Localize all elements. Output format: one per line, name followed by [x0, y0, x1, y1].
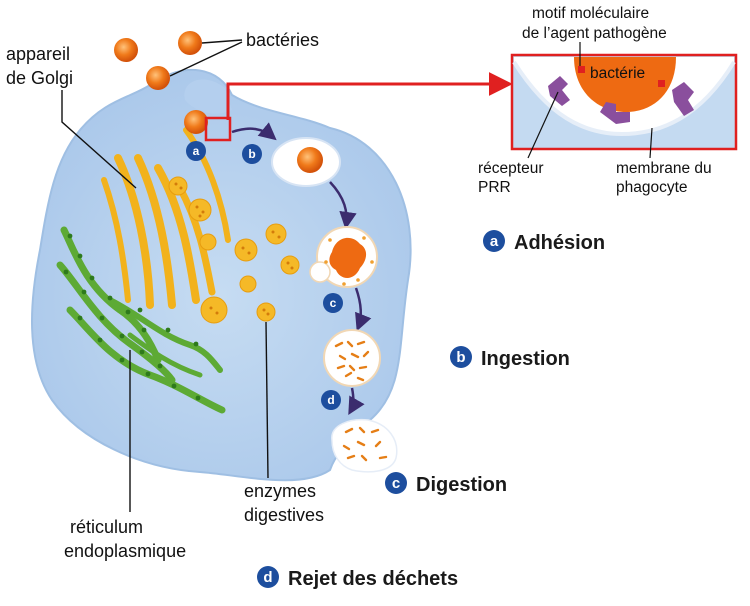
enzymes-label-line1: enzymes	[244, 481, 316, 501]
svg-text:c: c	[330, 296, 337, 310]
enzymes-pointer	[265, 321, 269, 479]
bacteria-group	[114, 31, 208, 134]
legend-step-b: b Ingestion	[450, 346, 570, 370]
bacterium	[178, 31, 202, 55]
debris	[334, 340, 370, 382]
receptor-label-line1: récepteur	[478, 160, 543, 177]
step-badge-b: b	[242, 144, 262, 164]
er-label-line2: endoplasmique	[64, 541, 186, 561]
step-badge-d: d	[321, 390, 341, 410]
svg-text:Adhésion: Adhésion	[514, 232, 605, 254]
motif-label-line2: de l’agent pathogène	[522, 25, 667, 42]
pathway-arrow	[329, 181, 357, 230]
motif-label-line1: motif moléculaire	[532, 5, 649, 22]
vesicle-dots	[174, 182, 294, 316]
golgi-label-line2: de Golgi	[6, 68, 73, 88]
svg-text:a: a	[490, 233, 499, 250]
legend-step-c: c Digestion	[385, 472, 507, 496]
pathogen-motif	[578, 66, 585, 73]
membrane-label-line1: membrane du	[616, 160, 712, 177]
reticulum-ribosomes	[63, 233, 201, 401]
digesting-bacterium	[329, 237, 367, 278]
er-label-line1: réticulum	[70, 517, 143, 537]
inset-bacteria-label: bactérie	[590, 65, 645, 82]
golgi-pointer	[61, 90, 137, 189]
svg-text:c: c	[392, 475, 400, 492]
expelled-debris	[342, 426, 388, 462]
pathogen-motif	[658, 80, 665, 87]
membrane-label-line2: phagocyte	[616, 179, 688, 196]
svg-text:a: a	[193, 144, 200, 158]
bacteria-pointer	[201, 39, 243, 44]
bacterium	[146, 66, 170, 90]
membrane-pointer	[649, 127, 653, 159]
bacterium	[114, 38, 138, 62]
inset-connector-arrow	[226, 72, 513, 120]
bacterium	[184, 110, 208, 134]
residual-body	[323, 329, 381, 387]
inset-bacterium	[574, 57, 676, 112]
pathway-arrow	[354, 287, 372, 332]
receptor-label-line2: PRR	[478, 179, 511, 196]
svg-text:Ingestion: Ingestion	[481, 348, 570, 370]
step-badge-a: a	[186, 141, 206, 161]
golgi-label-line1: appareil	[6, 44, 70, 64]
pseudopod	[184, 79, 232, 114]
svg-text:b: b	[248, 147, 255, 161]
pathway-arrow	[231, 122, 277, 141]
lysosome-fusing	[309, 261, 331, 283]
golgi-apparatus	[101, 127, 231, 309]
step-badge-c: c	[323, 293, 343, 313]
svg-text:Digestion: Digestion	[416, 474, 507, 496]
adhesion-highlight-box	[204, 116, 232, 142]
legend-step-d: d Rejet des déchets	[257, 566, 458, 590]
bacteria-pointer	[169, 41, 243, 77]
phagosome-bacterium	[297, 147, 323, 173]
enzymes-label-line2: digestives	[244, 505, 324, 525]
bacteria-label: bactéries	[246, 30, 319, 50]
pathway-arrow	[348, 387, 365, 416]
receptor-pointer	[527, 91, 559, 159]
enzyme-dots	[324, 236, 374, 286]
receptor-inset: bactérie	[510, 53, 738, 151]
prr-receptor	[548, 76, 694, 124]
svg-text:d: d	[263, 569, 272, 586]
golgi-vesicles	[168, 176, 300, 324]
legend-step-a: a Adhésion	[483, 230, 605, 254]
svg-text:b: b	[456, 349, 465, 366]
svg-text:d: d	[327, 393, 334, 407]
svg-text:Rejet des déchets: Rejet des déchets	[288, 568, 458, 590]
